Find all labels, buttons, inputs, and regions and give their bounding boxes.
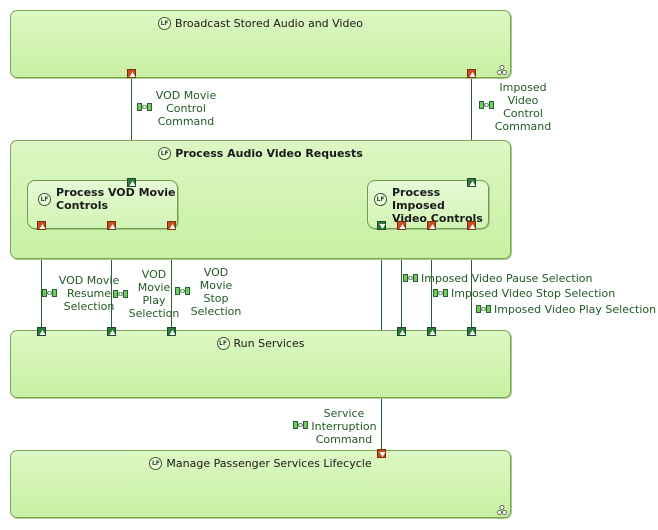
hierarchy-icon [497, 505, 507, 515]
input-port[interactable] [467, 327, 476, 336]
input-port[interactable] [127, 178, 136, 187]
output-port[interactable] [167, 221, 176, 230]
input-port[interactable] [467, 178, 476, 187]
block-process-imposed-video-controls[interactable]: LF Process Imposed Video Controls [367, 180, 489, 229]
output-port[interactable] [467, 221, 476, 230]
input-port[interactable] [377, 221, 386, 230]
logical-function-icon: LF [149, 457, 163, 470]
logical-function-icon: LF [158, 17, 172, 30]
input-port[interactable] [107, 327, 116, 336]
exchange-label-imposed-video-control-command[interactable]: Imposed Video Control Command [494, 81, 552, 133]
exchange-label-vod-movie-play-selection[interactable]: VOD Movie Play Selection [128, 268, 180, 320]
block-manage-passenger-services-lifecycle[interactable]: LF Manage Passenger Services Lifecycle [10, 450, 511, 518]
run-services-title: Run Services [233, 337, 305, 350]
input-port[interactable] [427, 327, 436, 336]
functional-exchange-icon [137, 103, 152, 111]
imposed-controls-title-line1: Process Imposed [392, 186, 445, 212]
block-title: LF Process VOD Movie Controls [38, 186, 176, 212]
block-title: LF Process Imposed Video Controls [374, 186, 488, 225]
functional-exchange-icon [476, 305, 491, 313]
output-port[interactable] [37, 221, 46, 230]
vod-controls-title-line1: Process VOD Movie [56, 186, 176, 199]
functional-exchange-icon [433, 289, 448, 297]
output-port[interactable] [467, 69, 476, 78]
output-port[interactable] [107, 221, 116, 230]
hierarchy-icon [497, 65, 507, 75]
imposed-controls-title-line2: Video Controls [392, 212, 483, 225]
logical-function-icon: LF [374, 193, 387, 206]
functional-exchange-icon [42, 289, 57, 297]
functional-exchange-icon [403, 274, 418, 282]
block-broadcast-stored-audio-video[interactable]: LF Broadcast Stored Audio and Video [10, 10, 511, 78]
exchange-label-imposed-video-stop-selection[interactable]: Imposed Video Stop Selection [451, 287, 616, 300]
block-title: LF Process Audio Video Requests [11, 147, 510, 160]
exchange-label-vod-movie-resume-selection[interactable]: VOD Movie Resume Selection [58, 274, 120, 313]
block-title: LF Manage Passenger Services Lifecycle [11, 457, 510, 470]
logical-function-icon: LF [158, 147, 172, 160]
exchange-label-service-interruption-command[interactable]: Service Interruption Command [311, 407, 377, 446]
functional-exchange-icon [175, 287, 190, 295]
functional-exchange-icon [113, 290, 128, 298]
output-port[interactable] [397, 221, 406, 230]
block-process-vod-movie-controls[interactable]: LF Process VOD Movie Controls [27, 180, 178, 229]
broadcast-title: Broadcast Stored Audio and Video [175, 17, 363, 30]
output-port[interactable] [377, 449, 386, 458]
exchange-label-imposed-video-pause-selection[interactable]: Imposed Video Pause Selection [421, 272, 593, 285]
exchange-label-vod-movie-control-command[interactable]: VOD Movie Control Command [155, 89, 217, 128]
input-port[interactable] [167, 327, 176, 336]
vod-controls-title-line2: Controls [56, 199, 109, 212]
block-run-services[interactable]: LF Run Services [10, 330, 511, 398]
block-title: LF Run Services [11, 337, 510, 350]
functional-exchange-icon [479, 101, 494, 109]
logical-function-icon: LF [38, 193, 51, 206]
input-port[interactable] [397, 327, 406, 336]
exchange-label-imposed-video-play-selection[interactable]: Imposed Video Play Selection [494, 303, 657, 316]
block-title: LF Broadcast Stored Audio and Video [11, 17, 510, 30]
logical-function-icon: LF [216, 337, 230, 350]
output-port[interactable] [127, 69, 136, 78]
output-port[interactable] [427, 221, 436, 230]
lifecycle-title: Manage Passenger Services Lifecycle [166, 457, 372, 470]
exchange-label-vod-movie-stop-selection[interactable]: VOD Movie Stop Selection [190, 266, 242, 318]
input-port[interactable] [37, 327, 46, 336]
functional-exchange-icon [293, 421, 308, 429]
process-requests-title: Process Audio Video Requests [175, 147, 363, 160]
